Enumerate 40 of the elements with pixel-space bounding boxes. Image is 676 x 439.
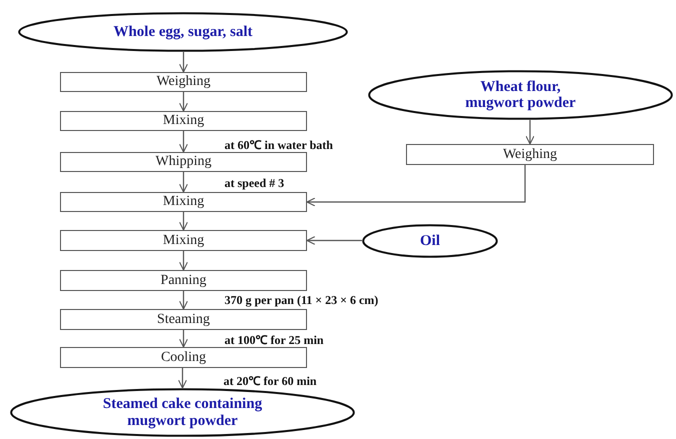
node-text: Panning xyxy=(160,272,206,288)
node-text: Oil xyxy=(420,232,440,250)
arrow xyxy=(178,92,188,112)
node-text: Weighing xyxy=(502,146,558,162)
arrow xyxy=(178,212,188,231)
process-box xyxy=(406,144,654,165)
ingredient-ellipse xyxy=(10,388,355,437)
process-box xyxy=(60,347,307,368)
arrow xyxy=(178,251,188,271)
node-text: Whole egg, sugar, salt xyxy=(113,24,253,40)
node-text: Mixing xyxy=(162,194,204,210)
process-box xyxy=(60,111,307,131)
node-text: Wheat flour, mugwort powder xyxy=(464,78,577,112)
edge-label: at speed # 3 xyxy=(224,176,286,191)
arrow xyxy=(525,120,535,145)
node-text: Mixing xyxy=(162,232,204,248)
process-box xyxy=(60,230,307,251)
process-box xyxy=(60,72,307,92)
arrow xyxy=(178,368,188,389)
ingredient-ellipse xyxy=(362,224,498,258)
node-text: Steaming xyxy=(157,312,210,328)
node-text: Cooling xyxy=(160,350,206,366)
node-text: Steamed cake containing mugwort powder xyxy=(102,396,264,429)
node-text: Mixing xyxy=(162,113,204,129)
edge-label: 370 g per pan (11 × 23 × 6 cm) xyxy=(224,293,380,308)
process-box xyxy=(60,192,307,212)
arrow xyxy=(178,52,188,73)
node-text: Weighing xyxy=(156,74,211,90)
process-box xyxy=(60,270,307,291)
node-text: Whipping xyxy=(156,154,212,170)
arrow xyxy=(178,131,188,153)
process-box xyxy=(60,152,307,172)
arrow xyxy=(306,165,526,207)
process-box xyxy=(60,309,307,330)
arrow xyxy=(178,291,188,310)
ingredient-ellipse xyxy=(368,70,673,120)
arrow xyxy=(178,330,188,348)
arrow xyxy=(178,172,188,193)
ingredient-ellipse xyxy=(18,12,348,52)
arrow xyxy=(306,236,362,246)
